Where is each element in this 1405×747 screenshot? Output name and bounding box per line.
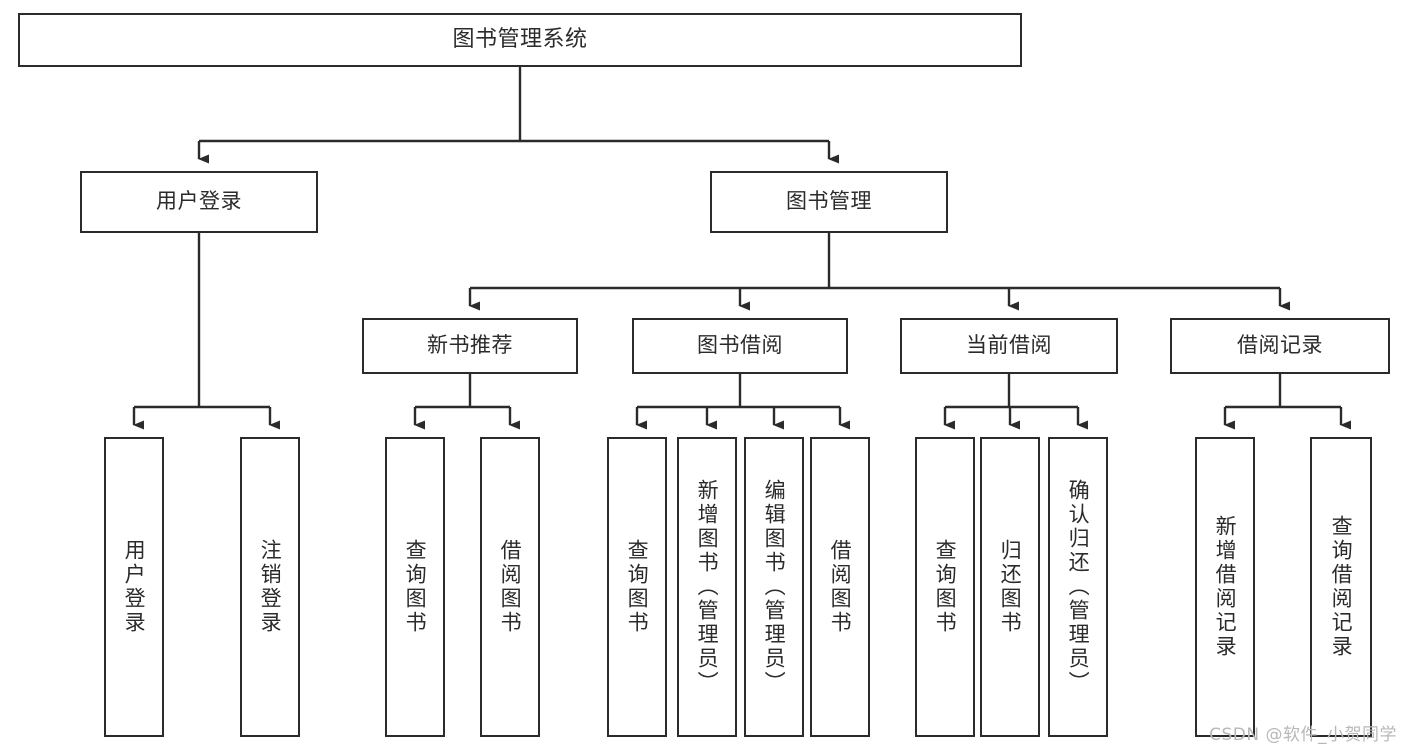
leaf-query-borrow-record-label: 查询借阅记录 [1329, 515, 1354, 659]
leaf-query-borrow-record[interactable]: 查询借阅记录 [1310, 437, 1372, 737]
leaf-confirm-return-textwrap: 确认归还（管理员） [1050, 439, 1106, 735]
leaf-return-book[interactable]: 归还图书 [980, 437, 1040, 737]
node-user-login-label: 用户登录 [156, 189, 242, 214]
leaf-query-book-2-label: 查询图书 [625, 539, 650, 635]
leaf-borrow-book-1[interactable]: 借阅图书 [480, 437, 540, 737]
csdn-watermark: CSDN @软件_小贺同学 [1209, 725, 1397, 745]
leaf-user-login[interactable]: 用户登录 [104, 437, 164, 737]
leaf-query-book-1-label: 查询图书 [403, 539, 428, 635]
node-borrow-record-label: 借阅记录 [1237, 333, 1323, 358]
leaf-confirm-return-label: 确认归还（管理员） [1066, 479, 1091, 695]
leaf-logout[interactable]: 注销登录 [240, 437, 300, 737]
node-book-manage[interactable]: 图书管理 [710, 171, 948, 233]
node-new-book-recommend[interactable]: 新书推荐 [362, 318, 578, 374]
leaf-query-book-1-textwrap: 查询图书 [387, 439, 443, 735]
leaf-logout-textwrap: 注销登录 [242, 439, 298, 735]
leaf-add-borrow-record-textwrap: 新增借阅记录 [1197, 439, 1253, 735]
leaf-return-book-textwrap: 归还图书 [982, 439, 1038, 735]
node-book-manage-label: 图书管理 [786, 189, 872, 214]
leaf-add-borrow-record[interactable]: 新增借阅记录 [1195, 437, 1255, 737]
leaf-user-login-label: 用户登录 [122, 539, 147, 635]
leaf-borrow-book-2-textwrap: 借阅图书 [812, 439, 868, 735]
leaf-return-book-label: 归还图书 [998, 539, 1023, 635]
leaf-query-book-3-textwrap: 查询图书 [917, 439, 973, 735]
leaf-add-book-textwrap: 新增图书（管理员） [679, 439, 735, 735]
leaf-logout-label: 注销登录 [258, 539, 283, 635]
node-current-borrow-label: 当前借阅 [966, 333, 1052, 358]
leaf-query-borrow-record-textwrap: 查询借阅记录 [1312, 439, 1370, 735]
node-root-label: 图书管理系统 [452, 26, 588, 52]
leaf-query-book-2-textwrap: 查询图书 [609, 439, 665, 735]
leaf-borrow-book-1-label: 借阅图书 [498, 539, 523, 635]
leaf-query-book-1[interactable]: 查询图书 [385, 437, 445, 737]
node-book-borrow[interactable]: 图书借阅 [632, 318, 848, 374]
node-borrow-record[interactable]: 借阅记录 [1170, 318, 1390, 374]
leaf-query-book-2[interactable]: 查询图书 [607, 437, 667, 737]
node-book-borrow-label: 图书借阅 [697, 333, 783, 358]
leaf-query-book-3-label: 查询图书 [933, 539, 958, 635]
node-current-borrow[interactable]: 当前借阅 [900, 318, 1118, 374]
leaf-user-login-textwrap: 用户登录 [106, 439, 162, 735]
leaf-add-book[interactable]: 新增图书（管理员） [677, 437, 737, 737]
leaf-borrow-book-2-label: 借阅图书 [828, 539, 853, 635]
leaf-query-book-3[interactable]: 查询图书 [915, 437, 975, 737]
node-root[interactable]: 图书管理系统 [18, 13, 1022, 67]
leaf-borrow-book-2[interactable]: 借阅图书 [810, 437, 870, 737]
leaf-edit-book-textwrap: 编辑图书（管理员） [746, 439, 802, 735]
leaf-borrow-book-1-textwrap: 借阅图书 [482, 439, 538, 735]
leaf-add-book-label: 新增图书（管理员） [695, 479, 720, 695]
leaf-add-borrow-record-label: 新增借阅记录 [1213, 515, 1238, 659]
leaf-edit-book[interactable]: 编辑图书（管理员） [744, 437, 804, 737]
leaf-confirm-return[interactable]: 确认归还（管理员） [1048, 437, 1108, 737]
node-user-login[interactable]: 用户登录 [80, 171, 318, 233]
node-new-book-recommend-label: 新书推荐 [427, 333, 513, 358]
leaf-edit-book-label: 编辑图书（管理员） [762, 479, 787, 695]
